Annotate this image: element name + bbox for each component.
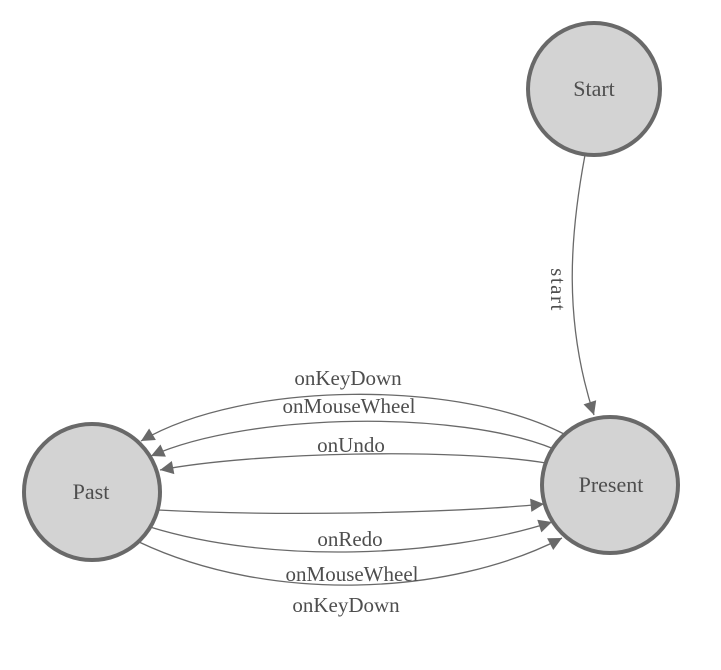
edge-present-to-past-onmousewheel <box>150 420 555 457</box>
edge-label-start: start <box>546 268 570 312</box>
edge-start-to-present <box>571 154 597 416</box>
node-start-label: Start <box>573 76 615 101</box>
edge-label-onkeydown-bottom: onKeyDown <box>292 593 400 617</box>
node-start[interactable]: Start <box>526 21 662 157</box>
edge-label-onmousewheel-top: onMouseWheel <box>283 394 416 418</box>
edge-present-to-past-onundo <box>159 453 547 475</box>
node-present-circle[interactable] <box>540 415 680 555</box>
edge-label-onredo: onRedo <box>317 527 382 551</box>
node-present-label: Present <box>579 472 644 497</box>
node-start-circle[interactable] <box>526 21 662 157</box>
node-past-circle[interactable] <box>22 422 162 562</box>
edge-past-to-present-onmousewheel <box>149 519 553 553</box>
edge-label-onmousewheel-bottom: onMouseWheel <box>286 562 419 586</box>
node-past-label: Past <box>73 479 110 504</box>
node-past[interactable]: Past <box>22 422 162 562</box>
edge-past-to-present-onkeydown <box>138 537 563 586</box>
node-present[interactable]: Present <box>540 415 680 555</box>
edge-label-onkeydown-top: onKeyDown <box>294 366 402 390</box>
edge-present-to-past-onkeydown <box>140 393 565 442</box>
edge-label-onundo: onUndo <box>317 433 385 457</box>
edge-past-to-present-onredo <box>157 498 545 515</box>
